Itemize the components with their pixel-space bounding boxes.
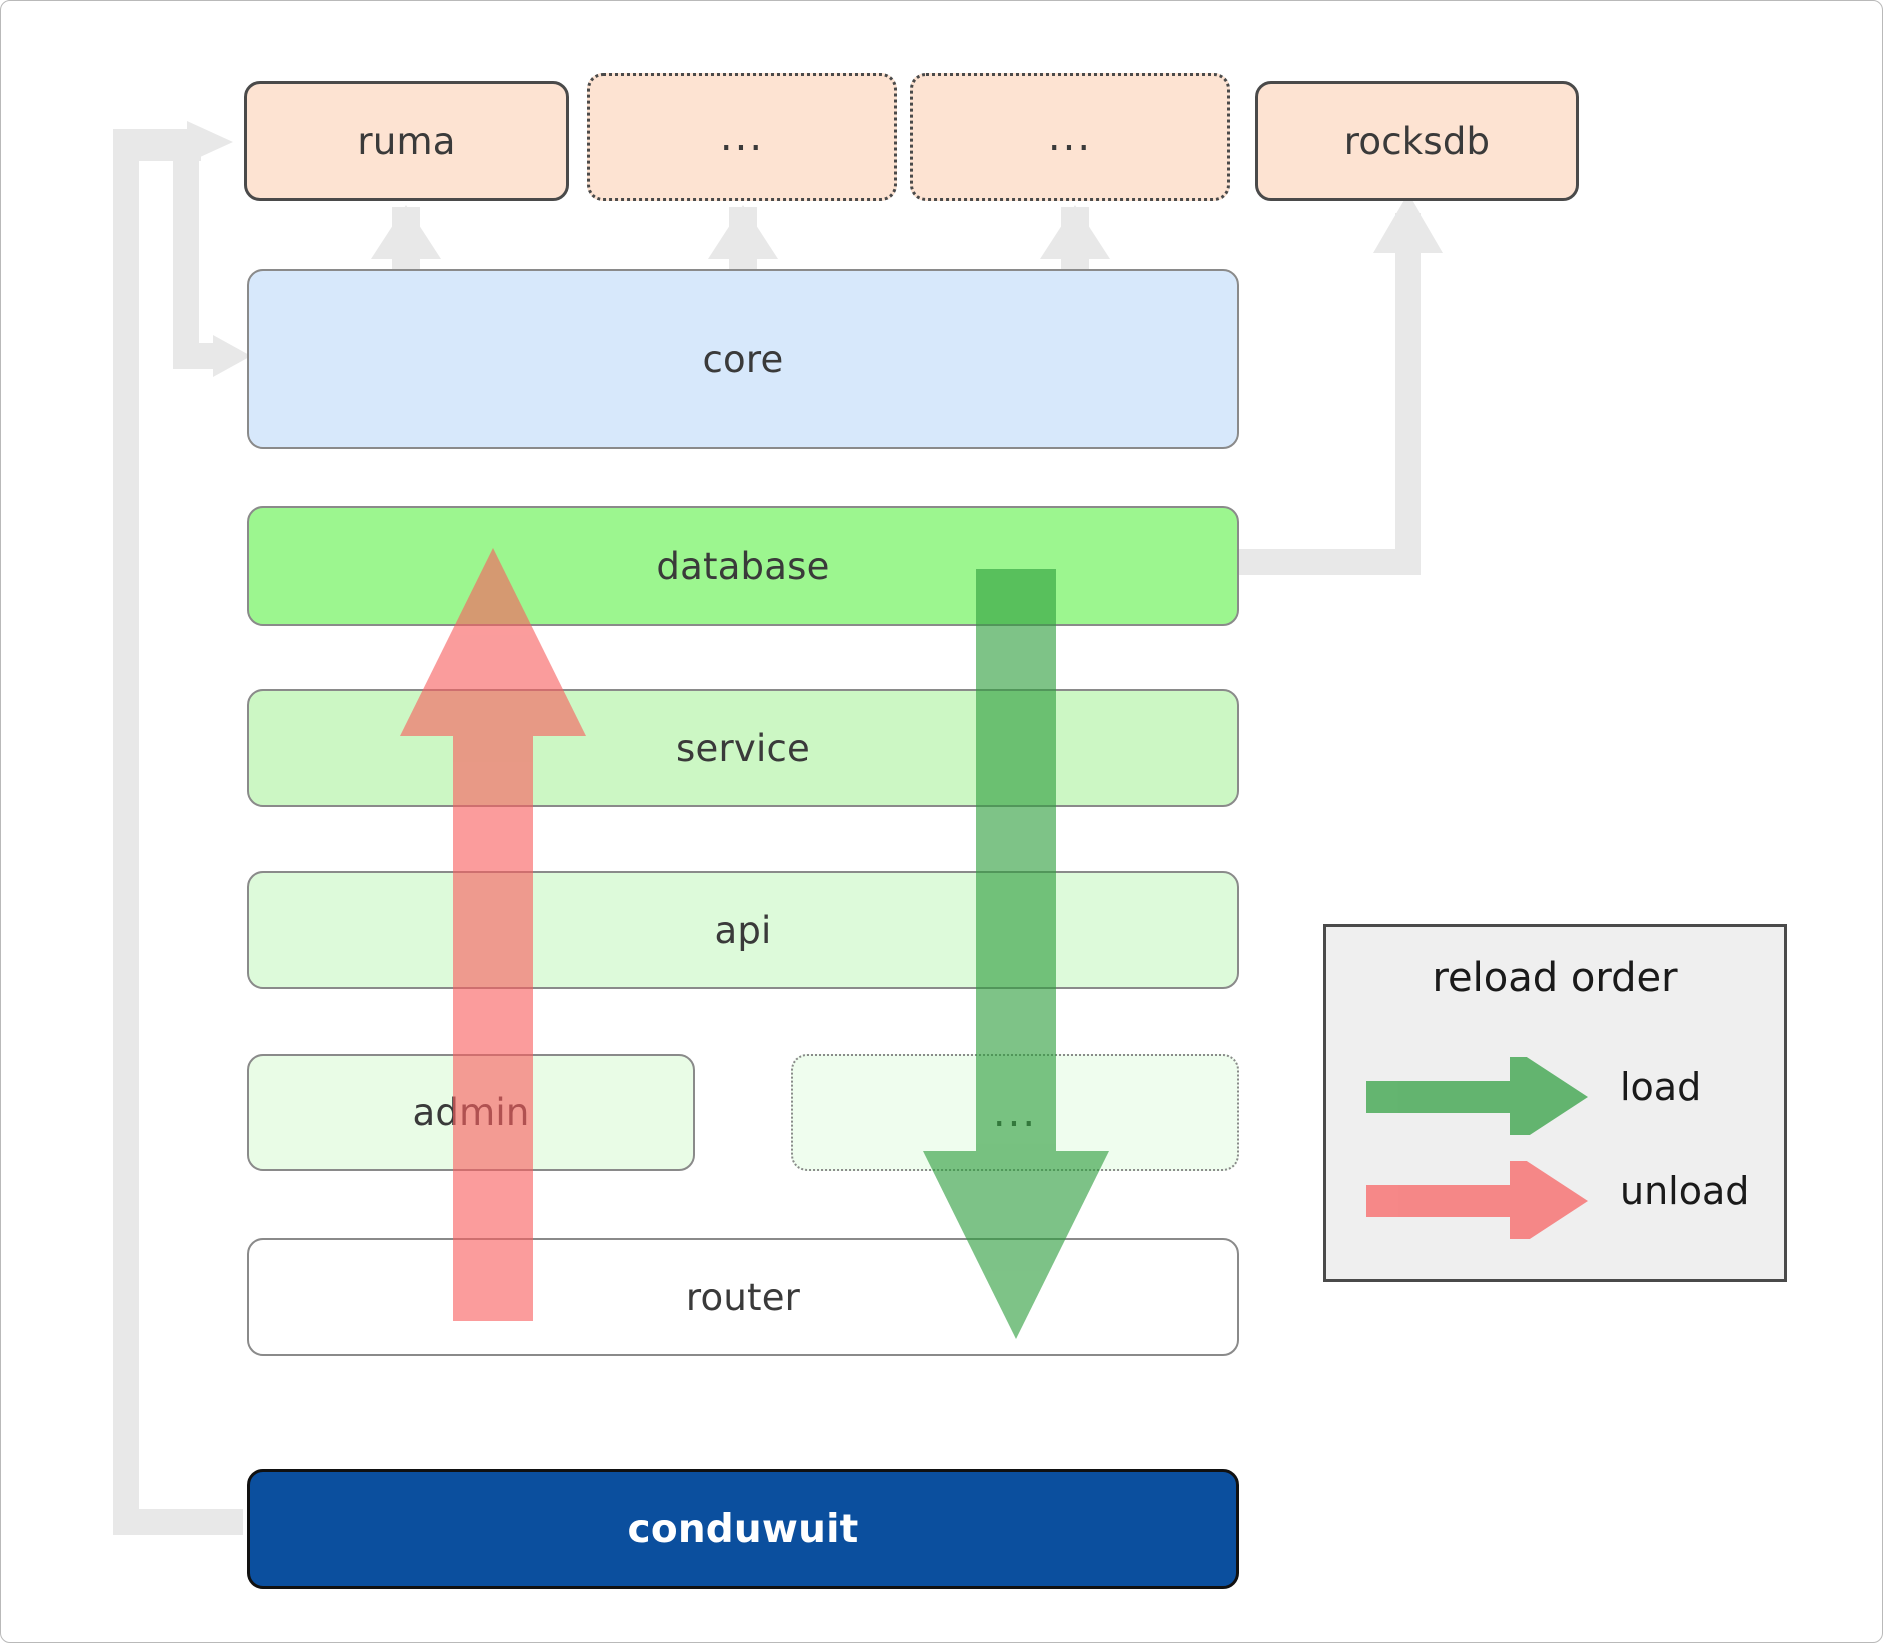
connector-arrowhead-ruma: [187, 121, 233, 163]
legend-row-load: load: [1358, 1046, 1758, 1148]
legend-label-unload: unload: [1620, 1169, 1750, 1213]
connector-to-conduwuit: [113, 1509, 243, 1535]
layer-box-database[interactable]: database: [247, 506, 1239, 626]
dependency-label: ...: [719, 114, 765, 160]
layer-label: api: [714, 908, 772, 952]
root-box-conduwuit[interactable]: conduwuit: [247, 1469, 1239, 1589]
connector-drop-core: [173, 142, 199, 356]
layer-label: admin: [412, 1091, 530, 1134]
legend-row-unload: unload: [1358, 1150, 1758, 1252]
layer-box-api[interactable]: api: [247, 871, 1239, 989]
connector-arrowhead-core: [213, 335, 251, 377]
connector-branch-core: [173, 343, 217, 369]
core-to-dependency-arrows: [371, 205, 1110, 275]
layer-box-admin[interactable]: admin: [247, 1054, 695, 1171]
connector-branch-ruma: [113, 129, 189, 155]
arrow-core-to-dots-2: [1040, 205, 1110, 275]
grey-connectors: [113, 121, 251, 1535]
legend-panel: reload order load unload: [1323, 924, 1787, 1282]
layer-box-service[interactable]: service: [247, 689, 1239, 807]
layer-label: ...: [992, 1089, 1038, 1136]
legend-label-load: load: [1620, 1065, 1702, 1109]
root-label: conduwuit: [627, 1506, 859, 1552]
unload-arrow-icon: [1366, 1150, 1588, 1252]
legend-title: reload order: [1432, 955, 1678, 1001]
dependency-label: rocksdb: [1343, 119, 1491, 163]
layer-box-router[interactable]: router: [247, 1238, 1239, 1356]
core-label: core: [702, 337, 784, 381]
dependency-label: ruma: [357, 119, 456, 163]
load-arrow-icon: [1366, 1046, 1588, 1148]
dependency-box-ruma[interactable]: ruma: [244, 81, 569, 201]
layer-label: service: [676, 726, 810, 770]
layer-label: router: [685, 1275, 801, 1319]
layer-box-placeholder[interactable]: ...: [791, 1054, 1239, 1171]
dependency-label: ...: [1047, 114, 1093, 160]
connector-conduwuit-to-deps: [113, 129, 201, 1526]
layer-label: database: [656, 544, 830, 588]
dependency-box-placeholder-1[interactable]: ...: [587, 73, 897, 201]
core-box[interactable]: core: [247, 269, 1239, 449]
connector-spine: [113, 129, 139, 1529]
arrow-core-to-ruma: [371, 205, 441, 275]
arrow-core-to-dots-1: [708, 205, 778, 275]
connector-database-to-rocksdb: [1235, 193, 1443, 575]
dependency-box-placeholder-2[interactable]: ...: [910, 73, 1230, 201]
dependency-box-rocksdb[interactable]: rocksdb: [1255, 81, 1579, 201]
